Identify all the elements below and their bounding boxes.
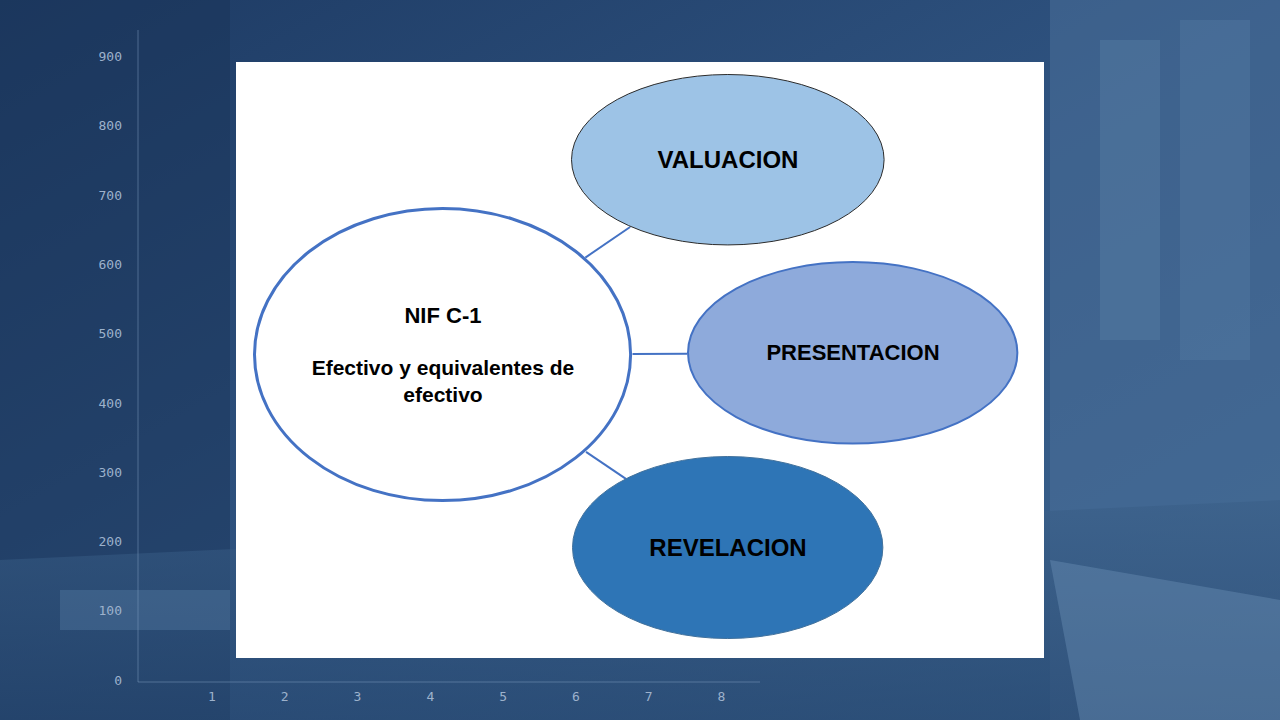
axis-number: 800	[99, 118, 122, 133]
node-title: VALUACION	[658, 145, 799, 175]
axis-number: 500	[99, 326, 122, 341]
ellipse-outline	[253, 207, 632, 502]
ellipse-shape	[572, 75, 885, 245]
axis-number: 400	[99, 396, 122, 411]
connector-line	[586, 452, 626, 479]
axis-number: 0	[114, 673, 122, 688]
axis-number: 300	[99, 465, 122, 480]
window-pane	[1100, 40, 1160, 340]
node-title: REVELACION	[649, 533, 806, 563]
ellipse-shape	[688, 262, 1017, 444]
topic-ellipse: PRESENTACION	[687, 261, 1018, 445]
axis-number: 5	[499, 689, 507, 704]
text-group: REVELACION	[598, 533, 858, 563]
topic-ellipse: REVELACION	[572, 456, 883, 639]
node-title: NIF C-1	[404, 302, 481, 330]
axis-number: 8	[718, 689, 726, 704]
connector-line	[585, 227, 630, 258]
axis-number: 100	[99, 603, 122, 618]
text-group: NIF C-1Efectivo y equivalentes de efecti…	[293, 302, 593, 408]
node-body: Efectivo y equivalentes de efectivo	[293, 355, 593, 408]
ellipse-shape	[573, 457, 883, 639]
white-panel	[236, 62, 1044, 658]
connector-line	[633, 353, 688, 355]
axis-number: 2	[281, 689, 289, 704]
axis-number: 3	[354, 689, 362, 704]
axis-line	[138, 682, 760, 683]
paper	[1050, 560, 1280, 720]
axis-number: 1	[208, 689, 216, 704]
topic-ellipse: NIF C-1Efectivo y equivalentes de efecti…	[253, 207, 632, 502]
axis-line	[138, 30, 139, 682]
text-group: PRESENTACION	[713, 339, 993, 367]
node-title: PRESENTACION	[766, 339, 939, 367]
axis-number: 700	[99, 188, 122, 203]
topic-ellipse: VALUACION	[571, 74, 885, 245]
axis-number: 7	[645, 689, 653, 704]
axis-number: 4	[426, 689, 434, 704]
chart-bars	[60, 590, 230, 630]
axis-number: 600	[99, 257, 122, 272]
window-pane	[1180, 20, 1250, 360]
text-group: VALUACION	[598, 145, 858, 175]
axis-number: 200	[99, 534, 122, 549]
ellipse-shape	[255, 209, 631, 501]
axis-number: 6	[572, 689, 580, 704]
window-glow	[1050, 0, 1280, 720]
axis-number: 900	[99, 49, 122, 64]
